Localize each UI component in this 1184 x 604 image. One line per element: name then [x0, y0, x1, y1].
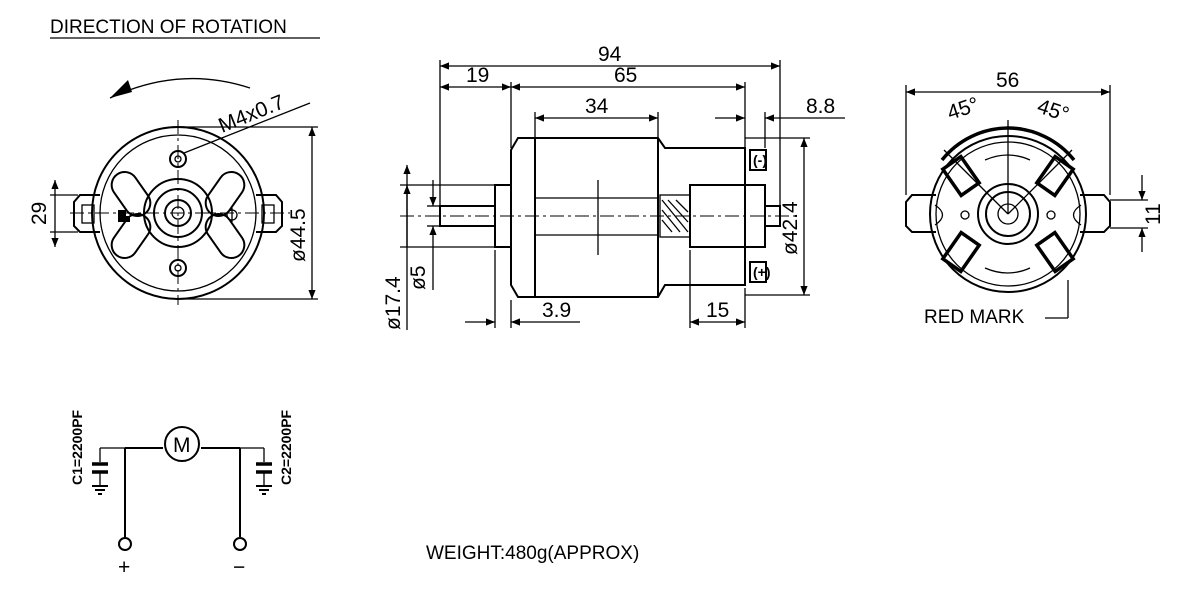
rotation-arrow [109, 77, 251, 99]
red-mark-label: RED MARK [924, 307, 1025, 328]
angle-left-label: 45° [944, 93, 981, 125]
width-dim-label: 56 [996, 69, 1019, 92]
height-dim-label: 29 [28, 202, 51, 225]
terminal-offset-label: 8.8 [806, 95, 835, 118]
motor-symbol [164, 426, 200, 462]
shaft-diameter-label: ø5 [407, 265, 430, 290]
shaft-length-label: 19 [466, 64, 489, 87]
rear-view: 45° 45° 56 11 RED MARK [905, 69, 1165, 328]
plus-terminal [118, 537, 132, 551]
front-view: M4x0.7 29 ø44.5 [28, 77, 318, 305]
c2-label: C2=2200PF [278, 409, 294, 485]
minus-label: − [233, 556, 245, 579]
svg-text:(-): (-) [753, 152, 767, 168]
plus-label: + [118, 556, 130, 579]
body-diameter-label: ø42.4 [779, 201, 802, 255]
svg-text:(+): (+) [753, 264, 771, 280]
boss-length-label: 3.9 [542, 299, 571, 322]
thread-label: M4x0.7 [215, 91, 287, 138]
title-text: DIRECTION OF ROTATION [50, 17, 287, 38]
brush-length-label: 15 [706, 299, 729, 322]
motor-symbol-label: M [173, 434, 191, 457]
boss-diameter-label: ø17.4 [382, 276, 405, 330]
angle-right-label: 45° [1034, 95, 1071, 127]
circuit-diagram: M + − C1=2200PF C2=2200PF [69, 409, 294, 579]
rotation-arrowhead [110, 80, 132, 98]
diameter-dim-label: ø44.5 [287, 208, 310, 262]
c1-label: C1=2200PF [69, 409, 85, 485]
minus-terminal [233, 537, 247, 551]
weight-label: WEIGHT:480g(APPROX) [426, 543, 639, 564]
terminal-dim-label: 11 [1142, 203, 1165, 225]
header-title: DIRECTION OF ROTATION [50, 17, 320, 39]
body-length-label: 65 [614, 64, 637, 87]
side-view: (-) (+) 94 19 65 34 8.8 ø42.4 ø17 [382, 43, 845, 330]
overall-length-label: 94 [598, 43, 622, 66]
magnet-length-label: 34 [585, 95, 609, 118]
